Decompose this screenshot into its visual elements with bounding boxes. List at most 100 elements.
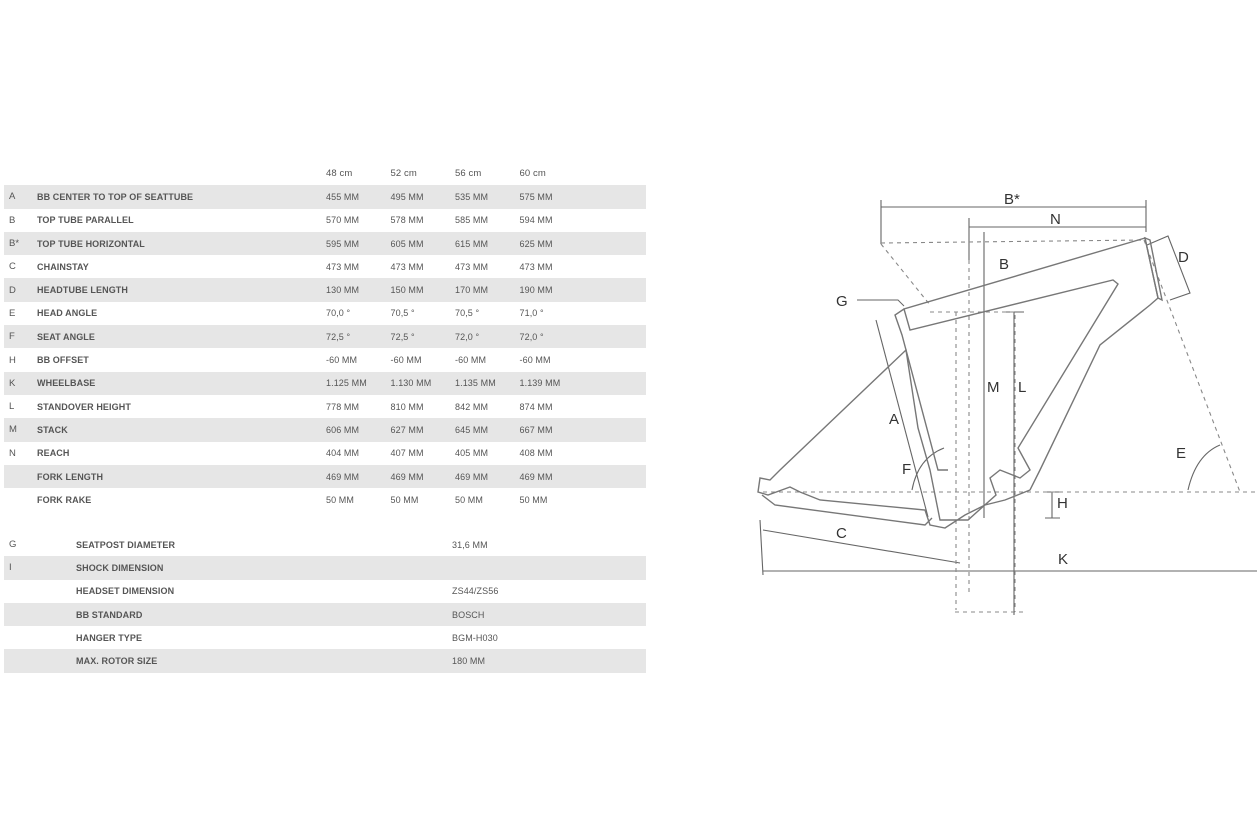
seat-tube xyxy=(894,308,948,471)
size-header: 56 cm xyxy=(455,168,482,180)
row-value: 874 MM xyxy=(519,401,553,412)
row-value: 405 MM xyxy=(455,448,489,459)
spec-label: HEADSET DIMENSION xyxy=(76,586,175,597)
row-value: 130 MM xyxy=(326,285,360,296)
row-value: 469 MM xyxy=(519,471,553,482)
row-value: -60 MM xyxy=(390,355,422,366)
row-code: F xyxy=(9,331,15,343)
row-value: 605 MM xyxy=(390,238,424,249)
row-value: 473 MM xyxy=(326,261,360,272)
row-label: TOP TUBE PARALLEL xyxy=(37,215,134,226)
row-label: TOP TUBE HORIZONTAL xyxy=(37,238,145,249)
row-value: 594 MM xyxy=(519,215,553,226)
row-code: C xyxy=(9,261,16,273)
label-l: L xyxy=(1018,379,1026,396)
size-header: 48 cm xyxy=(326,168,353,180)
row-value: 778 MM xyxy=(326,401,360,412)
g-leader-line xyxy=(857,299,905,307)
label-m: M xyxy=(987,379,1000,396)
label-g: G xyxy=(836,293,848,310)
row-value: -60 MM xyxy=(326,355,358,366)
row-label: BB OFFSET xyxy=(37,355,89,366)
row-value: 1.139 MM xyxy=(519,378,561,389)
row-value: 404 MM xyxy=(326,448,360,459)
row-value: 407 MM xyxy=(390,448,424,459)
row-value: 810 MM xyxy=(390,401,424,412)
row-value: 469 MM xyxy=(326,471,360,482)
frame-outline xyxy=(757,237,1159,529)
row-value: 473 MM xyxy=(455,261,489,272)
size-header: 52 cm xyxy=(390,168,417,180)
row-value: 578 MM xyxy=(390,215,424,226)
row-label: REACH xyxy=(37,448,70,459)
row-value: 408 MM xyxy=(519,448,553,459)
label-bstar: B* xyxy=(1004,191,1020,208)
row-code: A xyxy=(9,191,16,203)
row-value: 50 MM xyxy=(519,494,548,505)
spec-label: BB STANDARD xyxy=(76,609,143,620)
label-e: E xyxy=(1176,445,1186,462)
row-label: FORK RAKE xyxy=(37,494,92,505)
row-value: 72,0 ° xyxy=(455,331,480,342)
spec-label: SEATPOST DIAMETER xyxy=(76,539,176,550)
spec-value: 31,6 MM xyxy=(452,539,488,550)
row-value: 570 MM xyxy=(326,215,360,226)
spec-code: I xyxy=(9,562,12,574)
chainstay xyxy=(761,494,933,526)
label-f: F xyxy=(902,461,911,478)
row-code: H xyxy=(9,354,16,366)
row-label: STACK xyxy=(37,424,68,435)
row-value: 667 MM xyxy=(519,424,553,435)
reference-lines xyxy=(763,239,1257,613)
row-value: 469 MM xyxy=(455,471,489,482)
label-c: C xyxy=(836,525,847,542)
row-value: 645 MM xyxy=(455,424,489,435)
row-value: 495 MM xyxy=(390,191,424,202)
row-code: D xyxy=(9,284,16,296)
spec-value: BOSCH xyxy=(452,609,485,620)
row-value: 606 MM xyxy=(326,424,360,435)
row-value: 150 MM xyxy=(390,285,424,296)
row-value: 1.125 MM xyxy=(326,378,367,389)
row-code: B* xyxy=(9,238,20,250)
row-value: 535 MM xyxy=(455,191,489,202)
spec-value: ZS44/ZS56 xyxy=(452,586,499,597)
row-value: 627 MM xyxy=(390,424,424,435)
row-code: B xyxy=(9,214,16,226)
row-value: -60 MM xyxy=(455,355,487,366)
row-value: 50 MM xyxy=(390,494,419,505)
row-value: 585 MM xyxy=(455,215,489,226)
label-n: N xyxy=(1050,211,1061,228)
label-b: B xyxy=(999,256,1009,273)
label-h: H xyxy=(1057,495,1068,512)
spec-label: MAX. ROTOR SIZE xyxy=(76,656,158,667)
table-row: HEADSET DIMENSION ZS44/ZS56 xyxy=(4,580,646,603)
d-dimension-line xyxy=(1146,235,1191,301)
row-value: 575 MM xyxy=(519,191,553,202)
geometry-header-row: 48 cm 52 cm 56 cm 60 cm xyxy=(4,162,646,185)
angle-arc-e xyxy=(1187,444,1221,491)
row-value: 595 MM xyxy=(326,238,360,249)
row-value: 473 MM xyxy=(390,261,424,272)
row-label: HEADTUBE LENGTH xyxy=(37,285,128,296)
table-row: B TOP TUBE PARALLEL 570 MM 578 MM 585 MM 594 … xyxy=(4,209,646,232)
row-value: 842 MM xyxy=(455,401,489,412)
c-dimension-line xyxy=(759,519,961,576)
row-value: 1.135 MM xyxy=(455,378,496,389)
spec-label: HANGER TYPE xyxy=(76,632,143,643)
